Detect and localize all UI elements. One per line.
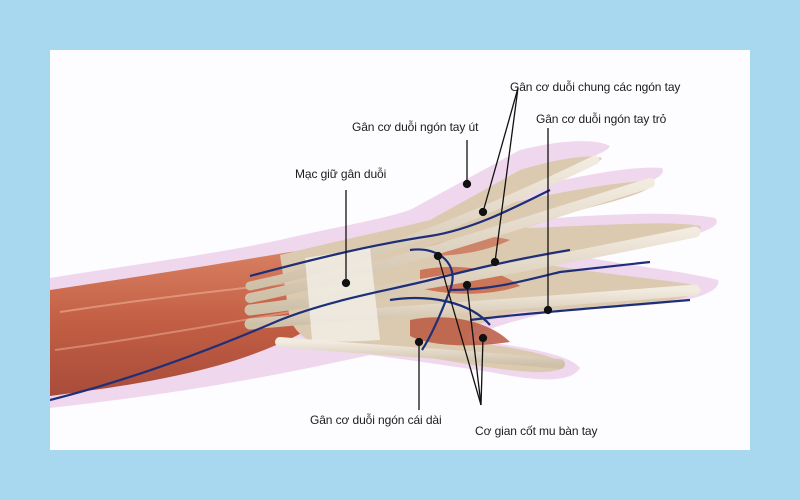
label-extensor-digitorum: Gân cơ duỗi chung các ngón tay [510, 80, 681, 94]
hand-anatomy-illustration [50, 87, 719, 410]
label-dorsal-interossei: Cơ gian cốt mu bàn tay [475, 424, 598, 438]
leader-lines [341, 87, 553, 410]
diagram-panel: Gân cơ duỗi chung các ngón tay Gân cơ du… [50, 50, 750, 450]
label-extensor-retinaculum: Mạc giữ gân duỗi [295, 167, 387, 181]
label-extensor-pollicis-longus: Gân cơ duỗi ngón cái dài [310, 413, 442, 427]
label-extensor-indicis: Gân cơ duỗi ngón tay trỏ [536, 112, 667, 126]
retinaculum [305, 248, 380, 342]
label-extensor-digiti-minimi: Gân cơ duỗi ngón tay út [352, 120, 479, 134]
